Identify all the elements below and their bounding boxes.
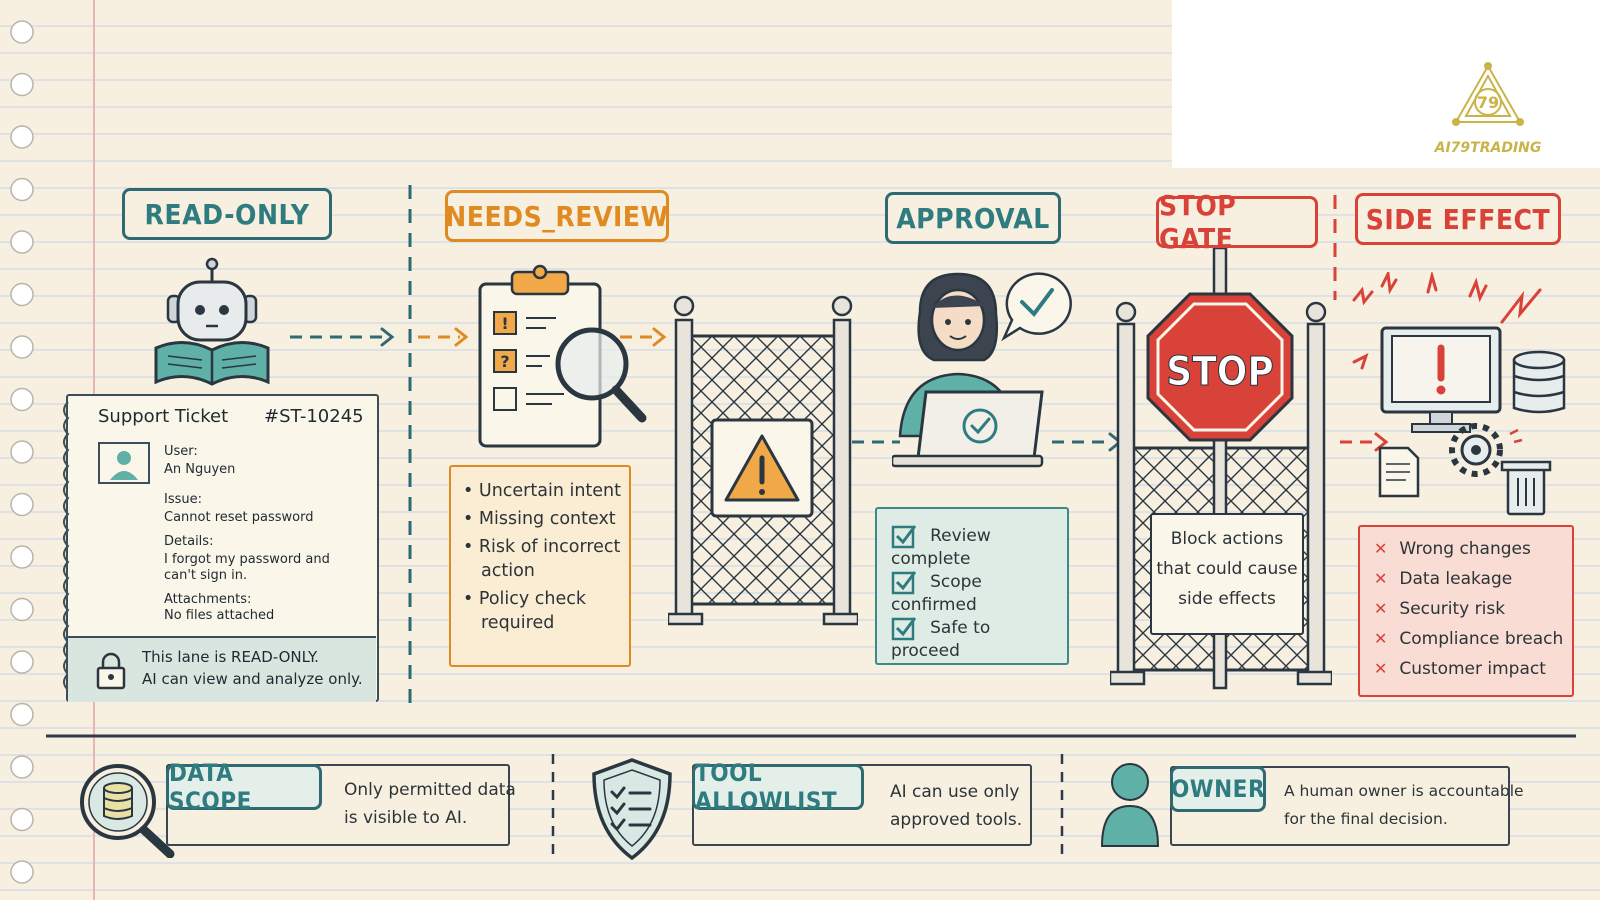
stop-sign-text: STOP — [1166, 349, 1273, 395]
lock-icon — [96, 652, 126, 690]
risk-item-label: Customer impact — [1399, 659, 1546, 679]
risk-item-label: Wrong changes — [1399, 539, 1531, 559]
stop-note-line2: that could cause — [1156, 559, 1298, 579]
binder-hole — [10, 492, 34, 517]
needs-review-reasons-card: • Uncertain intent • Missing context • R… — [449, 465, 631, 667]
checkbox-checked-icon — [891, 571, 917, 595]
binder-hole — [10, 702, 34, 727]
ticket-attachments-label: Attachments: — [164, 592, 252, 607]
ticket-attachments-value: No files attached — [164, 608, 275, 623]
ticket-id: #ST-10245 — [264, 406, 364, 427]
risk-item: ✕ Compliance breach — [1374, 629, 1563, 649]
owner-line1: A human owner is accountable — [1284, 782, 1524, 800]
tool-allowlist-line2: approved tools. — [890, 810, 1023, 830]
stop-note-line1: Block actions — [1170, 529, 1284, 549]
binder-hole — [10, 282, 34, 307]
owner-line2: for the final decision. — [1284, 810, 1448, 828]
binder-hole — [10, 755, 34, 779]
person-laptop-check-icon — [892, 272, 1072, 468]
binder-hole — [10, 20, 34, 44]
read-only-footer: This lane is READ-ONLY. AI can view and … — [68, 636, 376, 702]
lane-label-stop-gate: STOP GATE — [1156, 189, 1318, 255]
x-mark-icon: ✕ — [1374, 629, 1388, 648]
tool-allowlist-label: TOOL ALLOWLIST — [692, 759, 864, 815]
robot-reading-icon — [154, 257, 270, 386]
x-mark-icon: ✕ — [1374, 659, 1388, 678]
person-icon — [1100, 763, 1160, 847]
ticket-issue-value: Cannot reset password — [164, 510, 314, 525]
review-gate-warning-icon — [668, 295, 858, 626]
logo-text: AI79TRADING — [1434, 140, 1542, 156]
stop-note-line3: side effects — [1178, 589, 1276, 609]
logo-mark-text: 79 — [1477, 93, 1499, 112]
binder-hole — [10, 807, 34, 832]
risk-item-label: Compliance breach — [1399, 629, 1564, 649]
ticket-details-line2: can't sign in. — [164, 568, 248, 583]
lane-label-needs-review: NEEDS_REVIEW — [445, 190, 669, 242]
footer-line2: AI can view and analyze only. — [142, 670, 363, 688]
computer-alert-icon — [1352, 272, 1566, 516]
svg-text:?: ? — [500, 352, 509, 371]
ticket-details-label: Details: — [164, 534, 214, 549]
side-effect-risks-card: ✕ Wrong changes ✕ Data leakage ✕ Security ris… — [1358, 525, 1574, 697]
tool-allowlist-line1: AI can use only — [890, 782, 1020, 802]
logo-mark-icon: 79 — [1452, 62, 1524, 126]
binder-hole — [10, 230, 34, 254]
data-scope-line1: Only permitted data — [344, 780, 516, 800]
binder-hole — [10, 860, 34, 884]
data-scope-label: DATA SCOPE — [166, 759, 322, 815]
binder-hole — [10, 177, 34, 202]
binder-hole — [10, 597, 34, 622]
approval-check-1: Review complete — [891, 523, 1061, 569]
binder-hole — [10, 387, 34, 412]
lane-label-approval: APPROVAL — [885, 192, 1061, 244]
approval-checklist-card: Review complete Scope confirmed Safe to … — [875, 507, 1069, 665]
binder-hole — [10, 545, 34, 569]
binder-hole — [10, 440, 34, 464]
database-magnifier-icon — [80, 764, 175, 858]
x-mark-icon: ✕ — [1374, 539, 1388, 558]
binder-hole — [10, 650, 34, 674]
shield-checklist-icon — [592, 758, 672, 861]
review-reason-2: • Missing context — [463, 509, 616, 529]
user-avatar-icon — [98, 442, 150, 484]
binder-hole — [10, 335, 34, 359]
ticket-title: Support Ticket — [98, 406, 229, 427]
ticket-user-label: User: — [164, 444, 198, 459]
binder-hole — [10, 72, 34, 97]
lane-label-side-effect: SIDE EFFECT — [1355, 193, 1561, 245]
svg-text:!: ! — [501, 314, 508, 333]
clipboard-magnifier-icon: ! ? — [478, 264, 647, 448]
data-scope-line2: is visible to AI. — [344, 808, 468, 828]
risk-item: ✕ Security risk — [1374, 599, 1505, 619]
risk-item-label: Data leakage — [1399, 569, 1513, 589]
lane-label-read-only: READ-ONLY — [122, 188, 332, 240]
support-ticket-card: Support Ticket #ST-10245 User: An Nguyen… — [63, 394, 379, 702]
owner-label: OWNER — [1170, 766, 1266, 812]
ticket-issue-label: Issue: — [164, 492, 202, 507]
binder-holes — [10, 20, 34, 884]
x-mark-icon: ✕ — [1374, 599, 1388, 618]
x-mark-icon: ✕ — [1374, 569, 1388, 588]
logo-panel — [1172, 0, 1600, 168]
risk-item-label: Security risk — [1399, 599, 1506, 619]
approval-check-3: Safe to proceed — [891, 615, 1061, 661]
review-reason-1: • Uncertain intent — [463, 481, 622, 501]
ticket-user-value: An Nguyen — [164, 462, 236, 477]
checkbox-checked-icon — [891, 525, 917, 549]
binder-hole — [10, 125, 34, 149]
risk-item: ✕ Data leakage — [1374, 569, 1512, 589]
ticket-details-line1: I forgot my password and — [164, 552, 330, 567]
approval-check-2: Scope confirmed — [891, 569, 1061, 615]
stop-gate-note-card: Block actions that could cause side effe… — [1150, 513, 1304, 635]
risk-item: ✕ Wrong changes — [1374, 539, 1531, 559]
checkbox-checked-icon — [891, 617, 917, 641]
risk-item: ✕ Customer impact — [1374, 659, 1546, 679]
footer-line1: This lane is READ-ONLY. — [142, 648, 319, 666]
